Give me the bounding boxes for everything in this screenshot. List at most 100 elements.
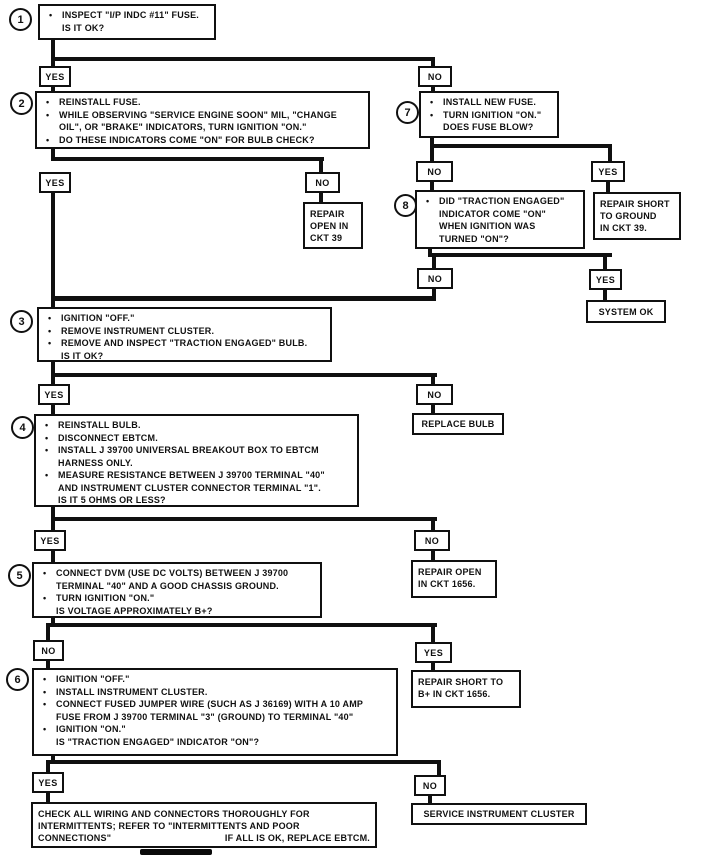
step-box-4: REINSTALL BULB. DISCONNECT EBTCM. INSTAL… — [34, 414, 359, 507]
step-box-3: IGNITION "OFF." REMOVE INSTRUMENT CLUSTE… — [37, 307, 332, 362]
step-text: REMOVE INSTRUMENT CLUSTER. — [39, 325, 326, 338]
connector-line — [431, 87, 435, 92]
yes-label-8: YES — [589, 269, 622, 290]
step-text: DISCONNECT EBTCM. — [36, 432, 353, 445]
yes-label-6: YES — [32, 772, 64, 793]
connector-line — [431, 551, 435, 561]
connector-line — [46, 623, 437, 627]
connector-line — [431, 627, 435, 643]
step-text: IS "TRACTION ENGAGED" INDICATOR "ON"? — [56, 736, 260, 747]
connector-line — [51, 756, 55, 763]
connector-line — [51, 37, 55, 67]
step-text: MEASURE RESISTANCE BETWEEN J 39700 TERMI… — [36, 469, 353, 482]
step-box-7: INSTALL NEW FUSE. TURN IGNITION "ON." DO… — [419, 91, 559, 138]
yes-label-3: YES — [38, 384, 70, 405]
connector-line — [51, 148, 55, 160]
connector-line — [51, 157, 324, 161]
no-label-8: NO — [417, 268, 453, 289]
step-number-7: 7 — [396, 101, 419, 124]
step-text: IS IT 5 OHMS OR LESS? — [58, 495, 166, 505]
step-text: TURN IGNITION "ON." — [421, 109, 553, 122]
connector-line — [46, 764, 50, 773]
connector-line — [51, 405, 55, 415]
step-text: TURNED "ON"? — [439, 233, 509, 244]
step-text: INSPECT "I/P INDC #11" FUSE. — [40, 9, 210, 22]
connector-line — [51, 551, 55, 563]
connector-line — [608, 148, 612, 162]
terminal-text: CKT 39 — [310, 233, 343, 243]
connector-line — [319, 193, 323, 203]
step-text: AND INSTRUMENT CLUSTER CONNECTOR TERMINA… — [58, 482, 321, 493]
step-text: WHILE OBSERVING "SERVICE ENGINE SOON" MI… — [37, 109, 364, 122]
step-text: IGNITION "OFF." — [34, 673, 392, 686]
step-number-6: 6 — [6, 668, 29, 691]
terminal-text: SERVICE INSTRUMENT CLUSTER — [423, 809, 575, 819]
connector-line — [431, 61, 435, 67]
step-number-3: 3 — [10, 310, 33, 333]
connector-line — [430, 182, 434, 191]
terminal-text: IN CKT 39. — [600, 223, 648, 233]
connector-line — [46, 793, 50, 803]
connector-line — [51, 296, 436, 301]
step-text: IGNITION "OFF." — [39, 312, 326, 325]
no-label-6: NO — [414, 775, 446, 796]
connector-line — [603, 257, 607, 270]
step-text: DOES FUSE BLOW? — [443, 122, 534, 132]
connector-line — [431, 521, 435, 531]
step-text: HARNESS ONLY. — [58, 457, 133, 468]
connector-line — [46, 760, 441, 764]
step-text: CONNECT DVM (USE DC VOLTS) BETWEEN J 397… — [34, 567, 316, 580]
step-box-1: INSPECT "I/P INDC #11" FUSE. IS IT OK? — [38, 4, 216, 40]
step-number-1: 1 — [9, 8, 32, 31]
connector-line — [432, 257, 436, 269]
terminal-service-instrument-cluster: SERVICE INSTRUMENT CLUSTER — [411, 803, 587, 825]
step-text: WHEN IGNITION WAS — [439, 221, 536, 231]
step-text: IS VOLTAGE APPROXIMATELY B+? — [56, 605, 213, 616]
terminal-check-wiring: CHECK ALL WIRING AND CONNECTORS THOROUGH… — [31, 802, 377, 848]
yes-label-4: YES — [34, 530, 66, 551]
step-text: INSTALL NEW FUSE. — [421, 96, 553, 109]
step-text: FUSE FROM J 39700 TERMINAL "3" (GROUND) … — [56, 711, 354, 722]
terminal-text: CONNECTIONS" — [38, 833, 112, 843]
terminal-text: REPAIR SHORT TO — [418, 677, 504, 687]
terminal-text: IN CKT 1656. — [418, 579, 476, 589]
no-label-4: NO — [414, 530, 450, 551]
connector-line — [606, 182, 610, 193]
terminal-system-ok: SYSTEM OK — [586, 300, 666, 323]
step-text: REINSTALL FUSE. — [37, 96, 364, 109]
connector-line — [431, 405, 435, 414]
connector-line — [428, 796, 432, 804]
yes-label-7: YES — [591, 161, 625, 182]
step-text: IS IT OK? — [61, 350, 104, 361]
step-text: DO THESE INDICATORS COME "ON" FOR BULB C… — [37, 134, 364, 147]
terminal-text: REPAIR SHORT — [600, 199, 670, 209]
terminal-text: REPLACE BULB — [421, 419, 495, 429]
terminal-repair-open-ckt39: REPAIR OPEN IN CKT 39 — [303, 202, 363, 249]
connector-line — [437, 764, 441, 776]
connector-line — [319, 161, 323, 173]
connector-line — [432, 289, 436, 301]
connector-line — [46, 627, 50, 641]
terminal-repair-short-ground-ckt39: REPAIR SHORT TO GROUND IN CKT 39. — [593, 192, 681, 240]
step-text: INDICATOR COME "ON" — [439, 208, 547, 219]
connector-line — [51, 618, 55, 627]
terminal-text: REPAIR OPEN — [418, 567, 482, 577]
connector-line — [430, 144, 612, 148]
terminal-text: TO GROUND — [600, 211, 657, 221]
no-label-2: NO — [305, 172, 340, 193]
connector-line — [51, 57, 435, 61]
step-text: TERMINAL "40" AND A GOOD CHASSIS GROUND. — [56, 580, 279, 591]
step-number-4: 4 — [11, 416, 34, 439]
step-text: TURN IGNITION "ON." — [34, 592, 316, 605]
connector-line — [430, 148, 434, 162]
connector-line — [46, 661, 50, 669]
connector-line — [431, 377, 435, 385]
step-number-8: 8 — [394, 194, 417, 217]
step-text: OIL", OR "BRAKE" INDICATORS, TURN IGNITI… — [59, 122, 307, 132]
step-text: CONNECT FUSED JUMPER WIRE (SUCH AS J 361… — [34, 698, 392, 711]
connector-line — [51, 517, 437, 521]
yes-label-5: YES — [415, 642, 452, 663]
yes-label-1: YES — [39, 66, 71, 87]
terminal-text: CHECK ALL WIRING AND CONNECTORS THOROUGH… — [38, 809, 310, 819]
